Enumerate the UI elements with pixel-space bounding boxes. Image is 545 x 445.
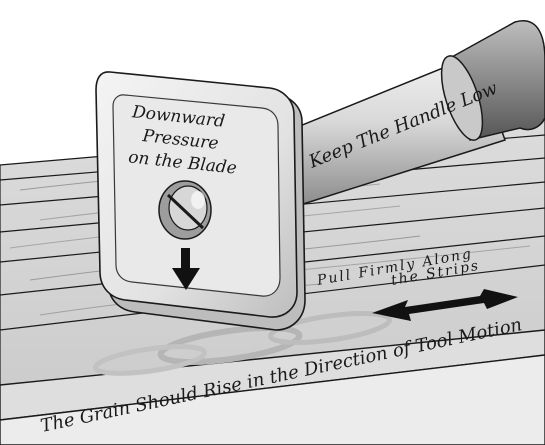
screw-icon [159,181,211,239]
